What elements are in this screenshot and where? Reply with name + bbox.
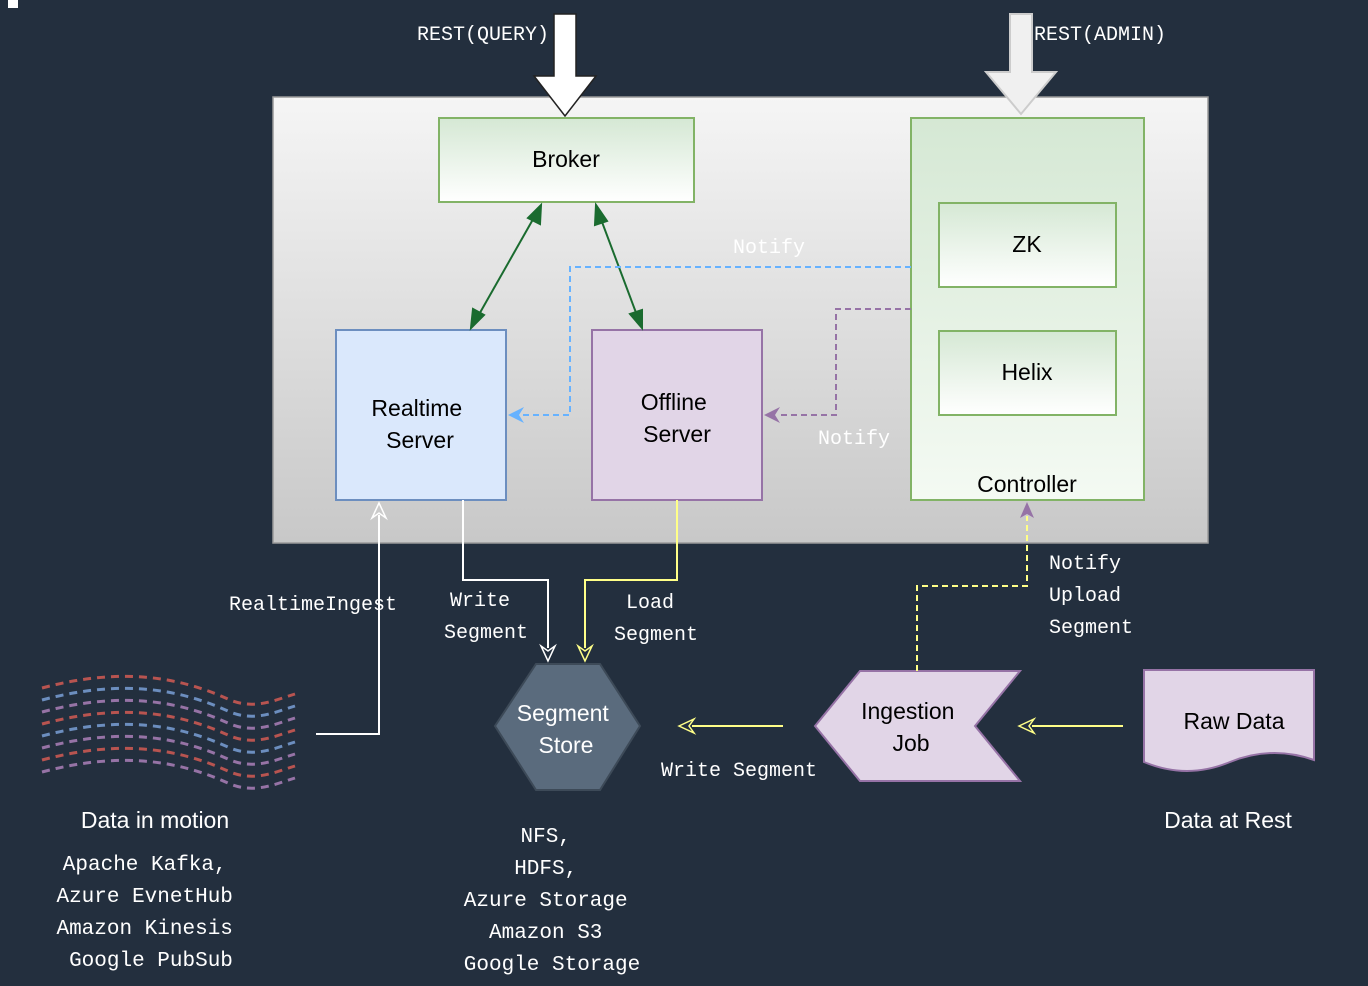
broker-realtime-connector [469,202,543,331]
raw-to-job-connector [1017,717,1123,735]
helix-box [938,330,1117,416]
offline-server-label: Offline Server [641,389,713,447]
rest-query-label: REST(QUERY) [417,24,549,47]
write-segment-job-label: Write Segment [661,760,817,783]
load-segment-connector [576,500,678,663]
motion-sources-list: Apache Kafka, Azure EvnetHub Amazon Kine… [56,854,245,973]
controller-label: Controller [977,471,1077,497]
notify-realtime-connector [508,266,911,423]
notify-mid-label: Notify [818,428,890,451]
raw-data-shape [1143,669,1315,772]
broker-box [438,117,695,203]
ingestion-job-shape [813,670,1023,782]
data-in-motion-label: Data in motion [81,807,229,833]
realtime-write-segment-connector [462,500,557,663]
notify-upload-connector [916,502,1034,671]
rest-admin-arrow [983,13,1059,116]
data-at-rest-label: Data at Rest [1164,807,1292,833]
segment-store-shape [493,663,642,791]
controller-box [910,117,1145,501]
notify-upload-label: Notify Upload Segment [1049,553,1133,640]
load-segment-label: Load Segment [614,592,698,647]
ingestion-job-label: Ingestion Job [861,698,961,756]
notify-top-label: Notify [733,237,805,260]
realtime-ingest-label: RealtimeIngest [229,594,397,617]
broker-label: Broker [532,146,600,172]
zk-label: ZK [1012,231,1042,257]
realtime-ingest-connector [316,501,388,735]
helix-label: Helix [1001,359,1053,385]
write-segment-server-label: Write Segment [444,590,528,645]
segment-store-label: Segment Store [517,700,615,758]
store-types-list: NFS, HDFS, Azure Storage Amazon S3 Googl… [464,826,640,977]
offline-server-box [591,329,763,501]
raw-data-label: Raw Data [1184,708,1285,734]
realtime-server-box [335,329,507,501]
realtime-server-label: Realtime Server [371,395,468,453]
data-stream-waves [41,674,296,790]
zk-box [938,202,1117,288]
job-write-segment-connector [677,717,783,735]
corner-mark [8,0,18,8]
rest-query-arrow [532,13,598,118]
notify-offline-connector [764,308,911,423]
rest-admin-label: REST(ADMIN) [1034,24,1166,47]
